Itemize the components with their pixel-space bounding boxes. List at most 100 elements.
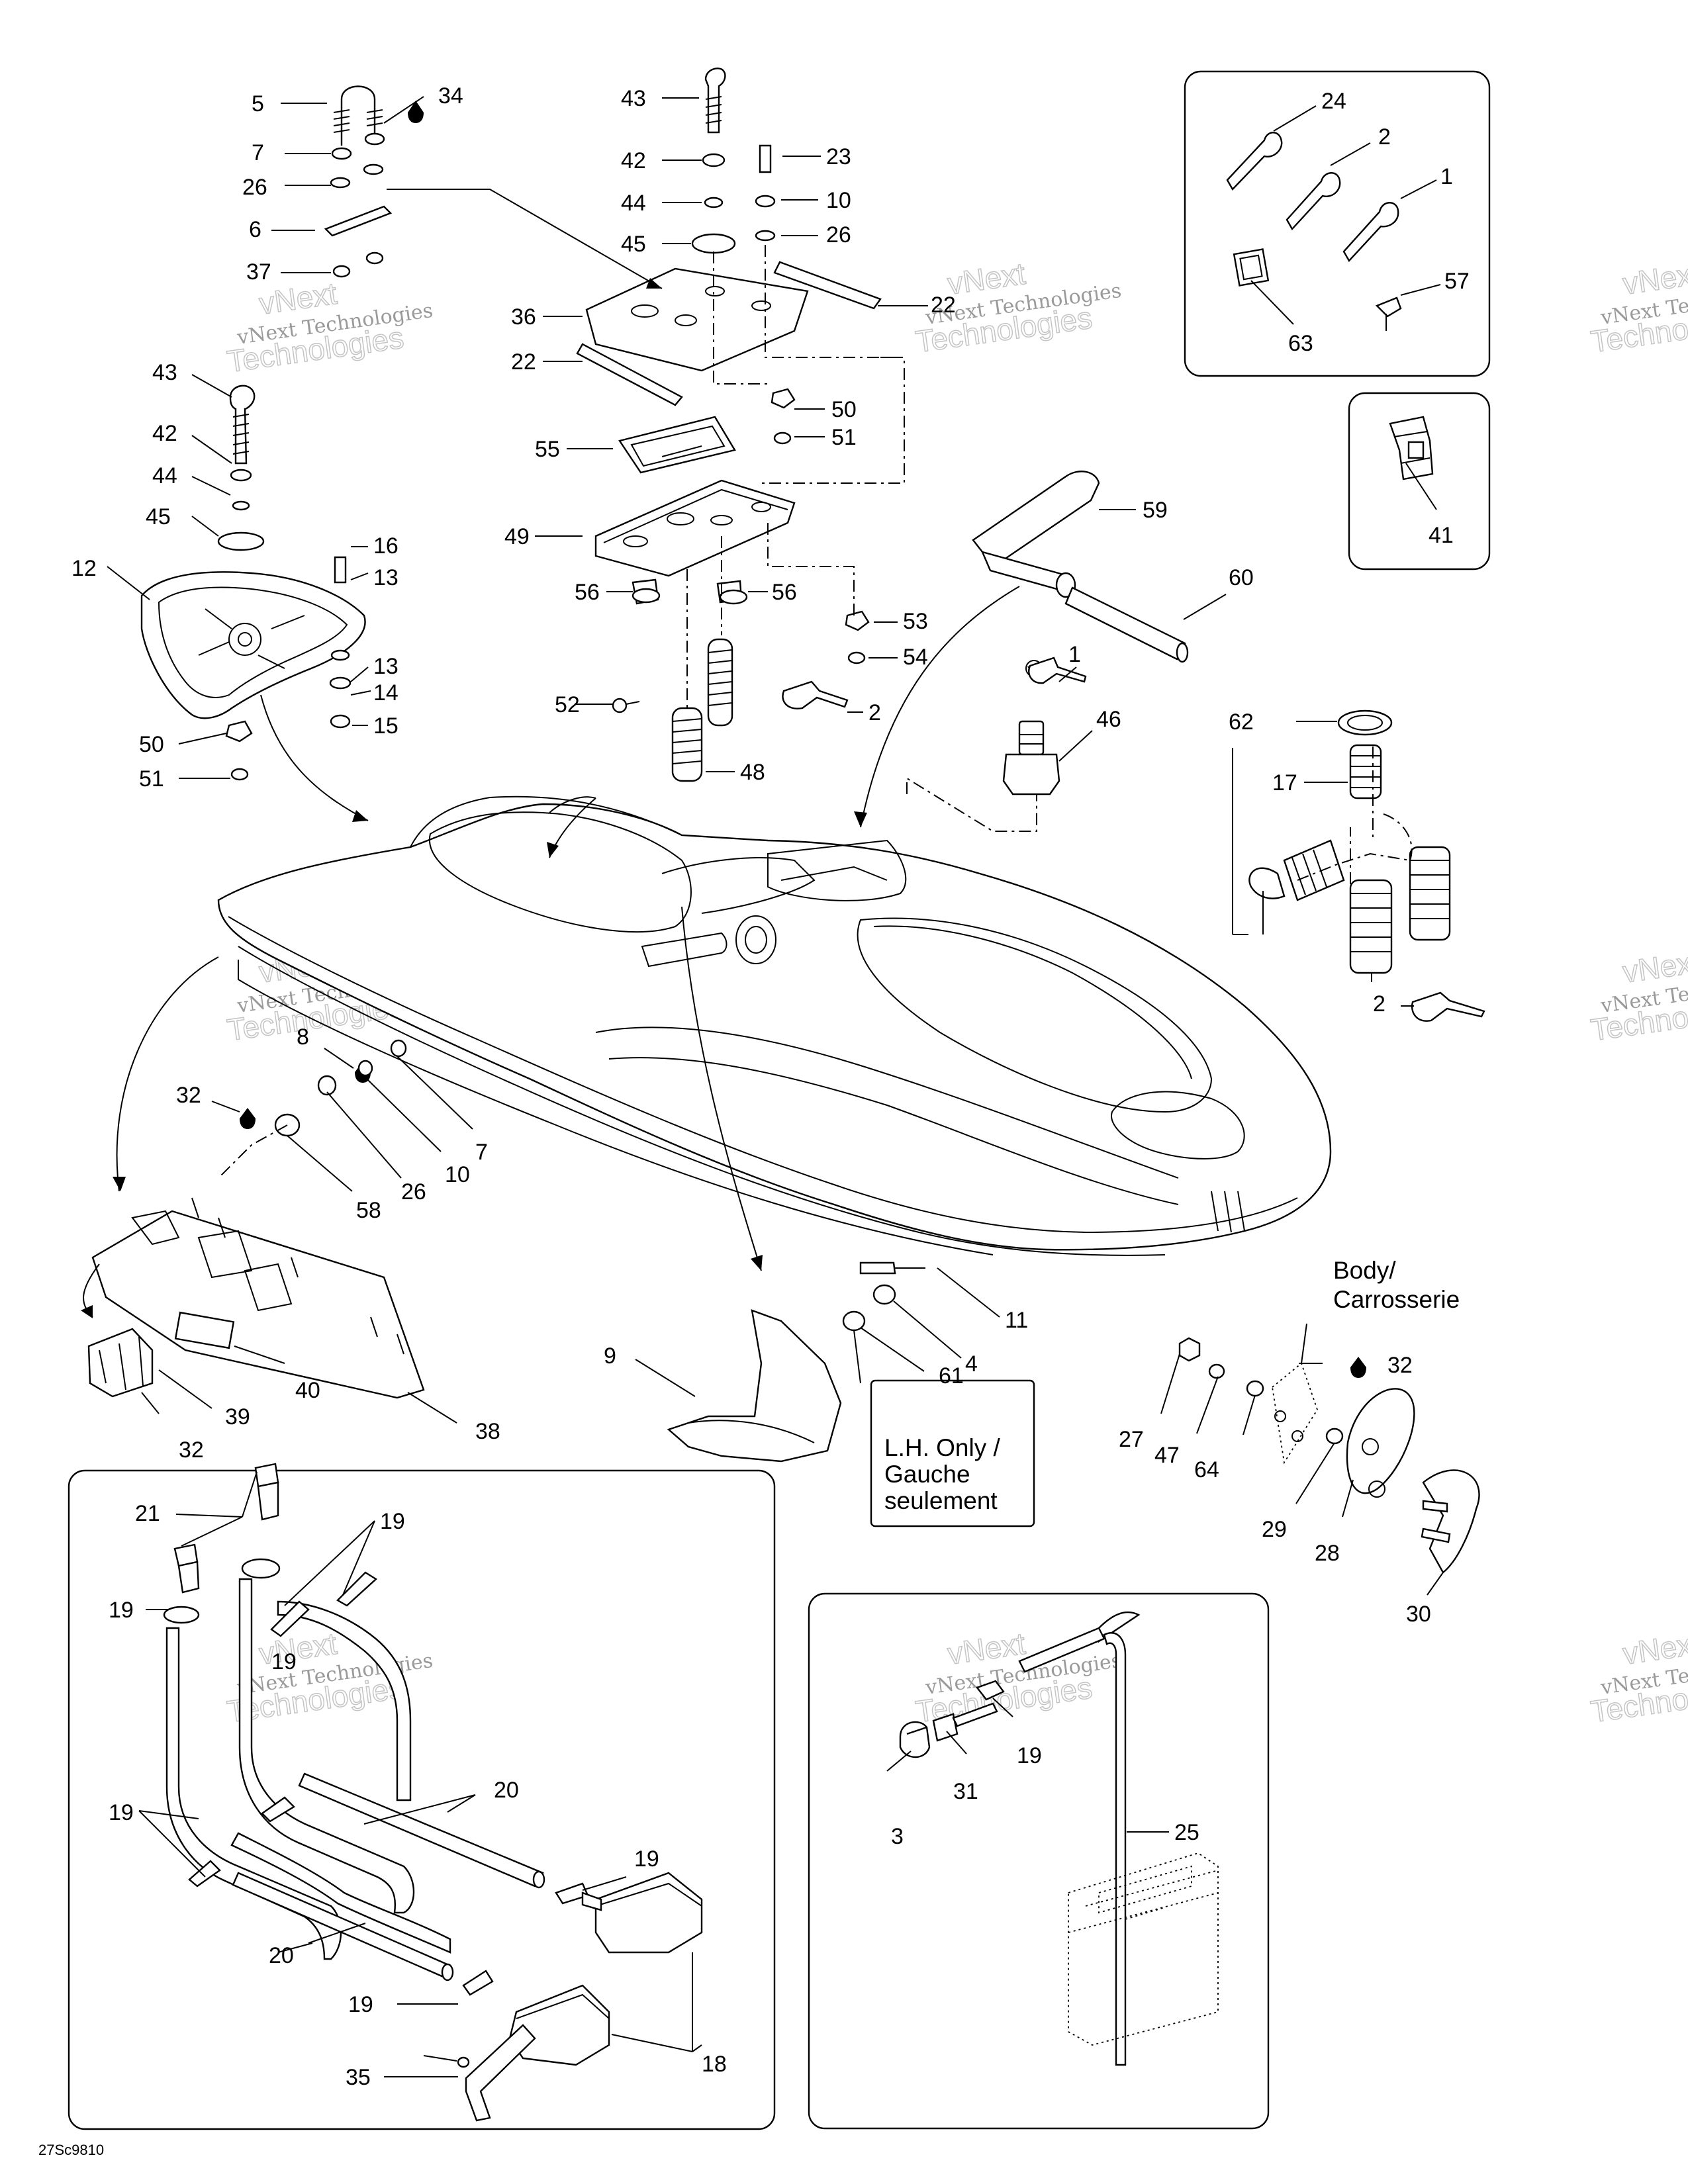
mirror-assembly [1178, 1337, 1480, 1574]
callout-label: 1 [1440, 164, 1453, 189]
callout-label: 19 [348, 1992, 373, 2017]
watermark-vnext: vNext [1620, 256, 1688, 301]
callout-label: 40 [295, 1378, 320, 1403]
u-bolt-assembly [324, 85, 424, 278]
callout-label: 56 [772, 580, 797, 605]
grab-handle-assembly [140, 385, 366, 781]
notes: Body/ Carrosserie L.H. Only / Gauche seu… [884, 1257, 1460, 1514]
callout-label: 52 [555, 692, 580, 717]
tie-wrap-2 [782, 680, 849, 709]
callout-label: 9 [604, 1343, 616, 1369]
callout-label: 46 [1096, 707, 1121, 732]
callout-label: 22 [511, 349, 536, 375]
callout-label: 38 [475, 1419, 500, 1444]
callout-label: 57 [1444, 269, 1470, 294]
callout-label: 2 [1378, 124, 1391, 150]
callout-label: 49 [504, 524, 530, 549]
callout-label: 7 [252, 140, 264, 165]
hull-body [217, 796, 1332, 1256]
assembly-lines [218, 245, 1413, 1179]
callout-label: 44 [621, 191, 646, 216]
callout-label: 32 [1387, 1353, 1413, 1378]
callout-label: 59 [1143, 498, 1168, 523]
lubricant-drop-icon [408, 101, 424, 123]
lh-only-note: seulement [884, 1487, 998, 1514]
clip-frame [1348, 392, 1491, 570]
callout-label: 51 [139, 766, 164, 792]
callout-label: 20 [269, 1943, 294, 1968]
callout-label: 45 [621, 232, 646, 257]
clip-41 [1389, 416, 1434, 480]
callout-labels: 5 34 7 26 6 37 43 42 44 45 23 10 26 36 2… [71, 83, 1470, 2090]
callout-label: 12 [71, 556, 97, 581]
callout-label: 48 [740, 760, 765, 785]
callout-label: 8 [297, 1024, 309, 1050]
callout-label: 64 [1194, 1457, 1219, 1482]
callout-label: 15 [373, 713, 399, 739]
drawing-code: 27Sc9810 [38, 2142, 104, 2158]
callout-label: 22 [931, 293, 956, 318]
mount-hardware [240, 1039, 407, 1137]
callout-label: 13 [373, 565, 399, 590]
lh-only-note: Gauche [884, 1461, 970, 1488]
callout-label: 41 [1429, 523, 1454, 548]
callout-label: 35 [346, 2065, 371, 2090]
handlebar-tube [972, 471, 1189, 663]
side-panel-38 [87, 1197, 425, 1399]
callout-label: 16 [373, 533, 399, 559]
lubricant-drop-icon [1350, 1357, 1366, 1378]
watermark-vnext: vNext [1620, 1626, 1688, 1671]
callout-label: 19 [634, 1846, 659, 1872]
callout-label: 42 [621, 148, 646, 173]
callout-label: 17 [1272, 770, 1297, 796]
callout-label: 39 [225, 1404, 250, 1430]
vent-tube-frame [68, 1469, 776, 2130]
callout-label: 13 [373, 654, 399, 679]
callout-label: 11 [1005, 1308, 1028, 1333]
callout-label: 20 [494, 1778, 519, 1803]
callout-label: 2 [1373, 991, 1385, 1017]
callout-label: 4 [965, 1351, 978, 1377]
callout-label: 50 [831, 397, 857, 422]
callout-label: 42 [152, 421, 177, 446]
callout-label: 62 [1229, 709, 1254, 735]
callout-label: 2 [868, 700, 881, 725]
callout-label: 30 [1406, 1602, 1431, 1627]
callout-label: 19 [1017, 1743, 1042, 1768]
lh-only-note-box [870, 1379, 1035, 1527]
callout-label: 3 [891, 1824, 904, 1849]
callout-label: 44 [152, 463, 177, 488]
callout-label: 56 [575, 580, 600, 605]
callout-label: 5 [252, 91, 264, 116]
callout-label: 26 [242, 175, 267, 200]
callout-label: 32 [179, 1437, 204, 1463]
callout-label: 31 [953, 1779, 978, 1804]
callout-label: 43 [152, 360, 177, 385]
callout-label: 36 [511, 304, 536, 330]
callout-label: 25 [1174, 1820, 1199, 1845]
callout-label: 21 [135, 1501, 160, 1526]
callout-label: 47 [1154, 1443, 1180, 1468]
callout-label: 24 [1321, 89, 1346, 114]
lh-only-note: L.H. Only / [884, 1434, 1000, 1461]
callout-label: 32 [176, 1083, 201, 1108]
leader-lines [107, 96, 1444, 2077]
flow-arrows [81, 189, 1323, 1364]
callout-label: 63 [1288, 331, 1313, 356]
lubricant-drop-icon [240, 1108, 256, 1129]
callout-label: 37 [246, 259, 271, 285]
vent-tube-assembly [163, 1463, 703, 2122]
callout-label: 14 [373, 680, 399, 705]
tie-wrap-kit-frame [1184, 70, 1491, 377]
watermark-vnext: vNext [1620, 944, 1688, 989]
callout-label: 61 [939, 1363, 964, 1388]
callout-label: 18 [702, 2052, 727, 2077]
callout-label: 27 [1119, 1427, 1144, 1452]
callout-label: 19 [380, 1509, 405, 1534]
side-panel-9 [667, 1261, 925, 1463]
callout-label: 28 [1315, 1541, 1340, 1566]
callout-label: 7 [475, 1140, 488, 1165]
callout-label: 19 [271, 1649, 297, 1674]
callout-label: 10 [826, 188, 851, 213]
